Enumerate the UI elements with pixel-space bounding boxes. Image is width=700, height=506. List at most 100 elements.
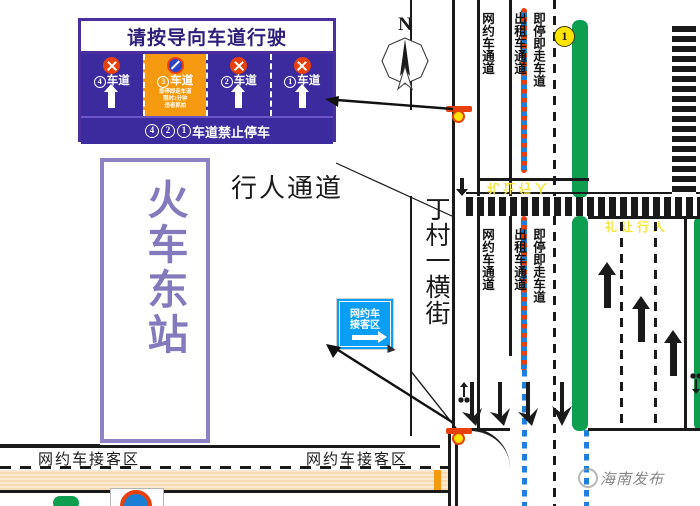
channel-label-lower-taxi: 出租车通道 [512, 228, 526, 291]
channel-dash-u3 [553, 0, 556, 196]
pickup-zone-band [0, 470, 448, 490]
lane-number-3: 3 [157, 76, 170, 88]
channel-sep-u1 [477, 0, 480, 196]
lane-text-3: 车道 [170, 75, 194, 87]
lane-number-2: 2 [220, 76, 233, 88]
channel-sep-l2 [509, 216, 512, 356]
road-edge-upper-left [0, 444, 100, 447]
channel-label-lower-ride-hailing: 网约车通道 [480, 228, 494, 291]
map-marker-1[interactable]: 1 [554, 26, 575, 47]
lane-panel-3-sub1: 即停即走车道 [159, 89, 192, 95]
road-line-bottom-bot [0, 490, 448, 493]
ride-hailing-pickup-sign-inner: 网约车 接客区 [339, 301, 391, 347]
road-edge-right-bottom [588, 428, 700, 431]
no-parking-icon [166, 57, 184, 74]
lane-arrow-up-icon [231, 84, 246, 108]
bicycle-lane-icon-upper [690, 370, 700, 394]
lane-arrow-up-icon [294, 84, 309, 108]
no-stopping-x-icon [293, 57, 311, 74]
no-stopping-x-icon [103, 57, 121, 74]
road-curve-bottom [448, 430, 511, 506]
lane-number-1: 1 [284, 76, 297, 88]
median-green-upper [572, 20, 588, 198]
station-label: 火车东站 [141, 178, 187, 358]
footer-number-4: 4 [144, 124, 159, 138]
signal-bar [446, 428, 472, 434]
pickup-zone-end-marker [434, 470, 441, 490]
crosswalk-right-vertical [672, 26, 696, 196]
channel-label-upper-dropoff: 即停即走车道 [531, 12, 545, 87]
compass-rose: N [379, 14, 431, 92]
lane-guidance-sign-title: 请按导向车道行驶 [81, 21, 333, 51]
signal-bar [446, 106, 472, 112]
median-green-lower [572, 216, 588, 431]
lane-dash-right-2 [654, 222, 657, 430]
pedestrian-passage-line [336, 160, 454, 220]
lane-number-4: 4 [93, 76, 106, 88]
watermark-ring-icon [578, 468, 598, 488]
blue-sign-line1: 网约车 [350, 308, 380, 320]
no-parking-inner [168, 59, 182, 72]
pavement-arrow-down-left [456, 178, 468, 196]
channel-label-lower-dropoff: 即停即走车道 [531, 228, 545, 303]
pickup-zone-label-right: 网约车接客区 [306, 452, 409, 468]
taxi-lane-stripe-upper [521, 8, 527, 173]
pavement-arrow-straight-2 [632, 296, 650, 342]
ride-hailing-pickup-sign[interactable]: 网约车 接客区 [337, 299, 393, 349]
lane-panel-3-sub3: 违者抓拍 [164, 103, 187, 109]
road-edge-right-top [588, 216, 700, 219]
guide-sign-pointer-arrow [325, 96, 455, 112]
signal-lamp [452, 432, 465, 445]
footer-number-2: 2 [160, 124, 175, 138]
no-entry-round-icon [120, 490, 152, 506]
pedestrian-passage-label: 行人通道 [231, 174, 344, 203]
bicycle-wheels [690, 370, 700, 379]
junction-line-lower [455, 428, 510, 431]
channel-sep-l1 [477, 216, 480, 431]
street-name-label: 丁村一横街 [422, 196, 449, 326]
channel-sep-u2 [509, 0, 512, 196]
road-line-vertical-left [452, 0, 455, 430]
bicycle-arrow [692, 389, 700, 394]
road-line-bottom-top [0, 445, 440, 448]
signal-lamp [452, 110, 465, 123]
road-line-vertical-left3 [410, 196, 412, 436]
blue-sign-line2: 接客区 [350, 319, 380, 331]
watermark-text: 海南发布 [600, 472, 665, 488]
traffic-signal-lower[interactable] [446, 428, 472, 446]
right-arrow-icon [352, 330, 387, 343]
lane-dash-right-1 [620, 222, 623, 430]
crosswalk-stopline-top [466, 192, 700, 194]
ride-hailing-pickup-sign-text: 网约车 接客区 [350, 309, 380, 331]
yield-pedestrians-upper: 礼让行人 [487, 181, 552, 195]
crosswalk-main [466, 197, 700, 216]
footer-number-1: 1 [176, 124, 191, 138]
pavement-arrow-straight-3 [664, 330, 682, 376]
channel-label-upper-ride-hailing: 网约车通道 [480, 12, 494, 75]
no-stopping-x-icon [230, 57, 248, 74]
taxi-lane-stripe-lower [521, 216, 527, 371]
bike-lane-line-right [684, 216, 687, 431]
yield-pedestrians-lower: 礼让行人 [605, 220, 670, 234]
lane-arrow-up-icon [104, 84, 119, 108]
median-green-right-edge [694, 216, 700, 431]
stopline-upper [479, 178, 589, 181]
median-green-bottom-left [53, 496, 79, 506]
taxi-lane-dash-lower [522, 370, 527, 506]
pickup-zone-label-left: 网约车接客区 [38, 452, 141, 468]
traffic-signal-upper[interactable] [446, 106, 472, 124]
blue-sign-pointer-arrow [326, 344, 456, 426]
road-dash-bottom [0, 466, 448, 469]
pavement-arrow-straight-1 [598, 262, 616, 308]
pavement-arrow-group [460, 382, 580, 438]
channel-label-upper-taxi: 出租车通道 [512, 12, 526, 75]
lane-panel-3-sub2: 限时3分钟 [163, 96, 188, 102]
station-block [100, 158, 210, 443]
